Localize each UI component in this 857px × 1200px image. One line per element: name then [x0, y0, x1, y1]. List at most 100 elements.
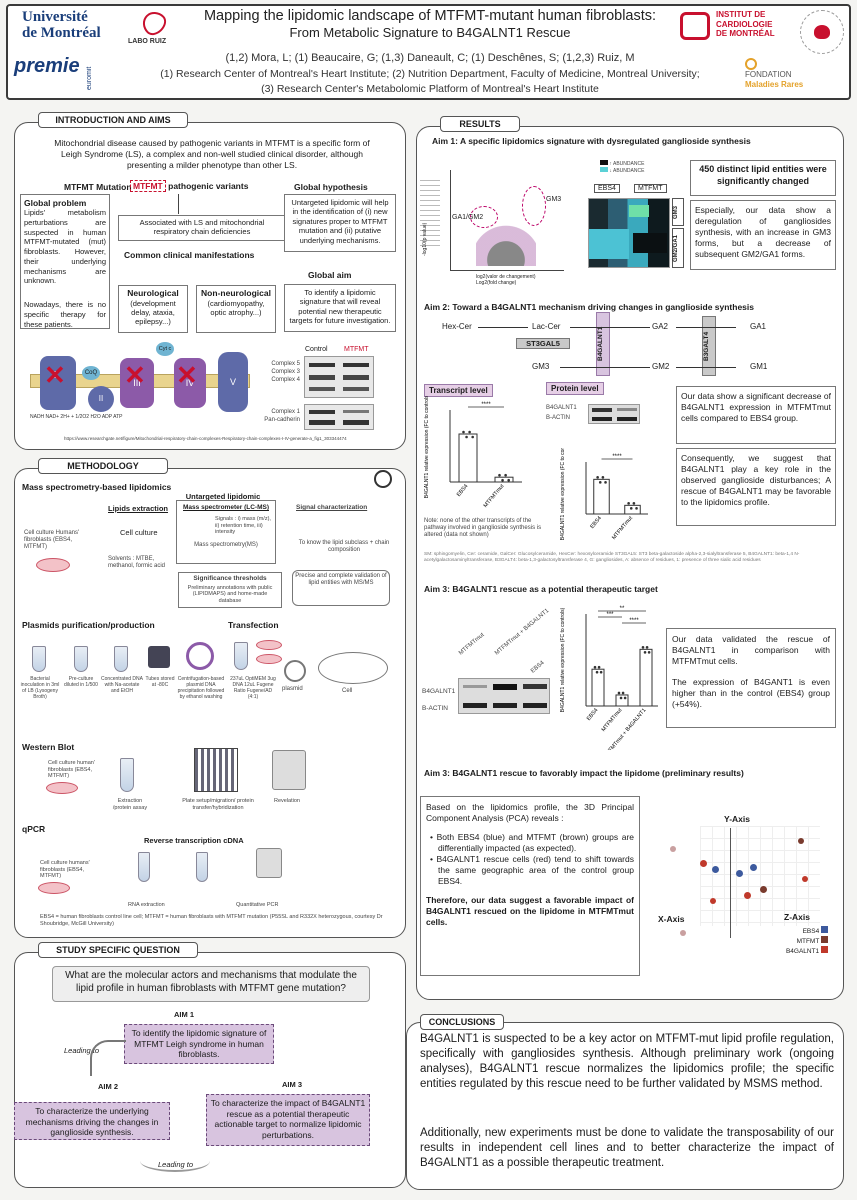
- data-point: [504, 473, 507, 477]
- rescue-blot-image: [458, 678, 550, 714]
- data-point: [462, 430, 465, 434]
- results-title: RESULTS: [440, 116, 520, 132]
- aim3a-heading: Aim 3: B4GALNT1 rescue as a potential th…: [424, 584, 658, 594]
- aim-heading: Global aim: [308, 270, 352, 280]
- data-point: [468, 430, 471, 434]
- complex-i-icon: [40, 356, 76, 410]
- data-point: [632, 502, 636, 505]
- icm-logo: INSTITUT DE CARDIOLOGIE DE MONTRÉAL: [716, 10, 775, 39]
- non-neurological-box: Non-neurological (cardiomyopathy, optic …: [196, 285, 276, 333]
- plasmid-step: Pre-culture diluted in 1/500: [64, 676, 98, 688]
- abbreviations: SM: sphingomyelin, Cer: ceramide, GalCer…: [424, 552, 800, 563]
- aim1-heading: Aim 1: A specific lipidomics signature w…: [432, 136, 751, 146]
- pca-legend: EBS4 MTFMT B4GALNT1: [768, 926, 828, 956]
- protein-band-labels: B4GALNT1 B-ACTIN: [546, 405, 577, 421]
- conclusions-panel: [406, 1022, 844, 1190]
- significance-label: ****: [612, 454, 622, 460]
- wb-cell-text: Cell culture human' fibroblasts (EBS4, M…: [48, 760, 95, 780]
- cross-mark-icon: ✕: [176, 360, 198, 390]
- fondation-logo: FONDATION Maladies Rares: [745, 70, 804, 89]
- association-logo: [800, 10, 844, 54]
- pca-text-box: Based on the lipidomics profile, the 3D …: [420, 796, 640, 976]
- plate-icon: [194, 748, 238, 792]
- heatmap-row-gm3: GM3: [672, 198, 684, 226]
- respiratory-chain-diagram: I CoQ II III Cyt c IV V ✕ ✕ ✕ NADH NAD+ …: [30, 342, 260, 422]
- plasmid-step: 237uL OptiMEM 3ug DNA 12uL Fugene Ratio …: [230, 676, 276, 700]
- data-point: [623, 696, 627, 700]
- aim1-label: AIM 1: [174, 1010, 195, 1019]
- transcript-note: Note: none of the other transcripts of t…: [424, 518, 542, 539]
- wb-plate-text: Plate setup/migration/ protein transfer/…: [182, 798, 254, 811]
- lipid-subclass-text: To know the lipid subclass + chain compo…: [298, 540, 390, 554]
- ms-heading: Mass spectrometry-based lipidomics: [22, 482, 172, 492]
- transcript-level-label: Transcript level: [424, 384, 493, 397]
- petri-dish-icon: [256, 654, 282, 664]
- plasmid-label: plasmid: [282, 686, 303, 692]
- labo-logo: LABO RUIZ: [128, 38, 167, 45]
- plasmid-step: Tubes stored at -80C: [145, 676, 175, 688]
- global-problem-box: Global problem Lipids' metabolism pertur…: [20, 194, 110, 329]
- curved-arrow-icon: [90, 1040, 126, 1076]
- protein-bar-chart: B4GALNT1 relative expression (FC to cont…: [560, 448, 648, 541]
- bar: [494, 476, 514, 483]
- data-point: [471, 435, 474, 439]
- data-point: [597, 665, 601, 669]
- heatmap: [588, 198, 670, 268]
- transfection-heading: Transfection: [228, 620, 279, 630]
- wb-revelation-text: Revelation: [274, 798, 300, 804]
- volcano-plot: GM3 GA1/GM2 -log10(p value) log2(valor d…: [420, 166, 570, 286]
- wb-heading: Western Blot: [22, 742, 75, 752]
- y-axis-label: B4GALNT1 relative expression (FC to cont…: [560, 448, 566, 540]
- heatmap-row-gm2ga1: GM2/GA1: [672, 228, 684, 268]
- x-tick-label: EBS4: [586, 707, 600, 722]
- affiliations-1: (1) Research Center of Montreal's Heart …: [160, 68, 700, 80]
- bar: [591, 668, 605, 707]
- data-point: [501, 478, 504, 482]
- ms-box: Mass spectrometer (LC-MS) Signals : i) m…: [176, 500, 276, 564]
- data-point: [627, 502, 630, 505]
- methodology-title: METHODOLOGY: [38, 458, 168, 474]
- intro-lead: Mitochondrial disease caused by pathogen…: [54, 138, 370, 171]
- aim2-result-text-2: Consequently, we suggest that B4GALNT1 p…: [676, 448, 836, 526]
- quant-pcr-text: Quantitative PCR: [236, 902, 279, 908]
- aim3-label: AIM 3: [282, 1080, 303, 1089]
- petri-dish-icon: [256, 640, 282, 650]
- volcano-legend: [420, 176, 440, 246]
- data-point: [641, 646, 645, 649]
- aim1-result-text: Especially, our data show a deregulation…: [690, 200, 836, 270]
- leading-to-1: Leading to: [64, 1046, 100, 1055]
- rt-heading: Reverse transcription cDNA: [144, 836, 244, 845]
- x-tick-label: EBS4: [589, 515, 603, 530]
- poster-header: [6, 4, 851, 100]
- petri-dish-icon: [36, 558, 70, 572]
- question-title: STUDY SPECIFIC QUESTION: [38, 942, 198, 958]
- cell-icon: [318, 652, 388, 684]
- plasmid-step: Centrifugation-based plasmid DNA precipi…: [177, 676, 225, 700]
- affiliations-2: (3) Research Center's Metabolomic Platfo…: [261, 83, 599, 95]
- protein-blot-image: [588, 404, 640, 424]
- imager-icon: [272, 750, 306, 790]
- tube-icon: [120, 758, 134, 792]
- x-tick-label: MTFMTmut + B4GALNT1: [603, 707, 648, 750]
- wb-extraction-text: Extraction /protein assay: [112, 798, 148, 811]
- fondation-icon: [745, 58, 757, 70]
- data-point: [621, 691, 625, 695]
- ganglioside-pathway: Hex-Cer Lac-Cer ST3GAL5 GM3 B4GALNT1 GA2…: [420, 312, 840, 376]
- transcript-bar-chart: B4GALNT1 relative expression (FC to cont…: [424, 396, 522, 509]
- aim3b-heading: Aim 3: B4GALNT1 rescue to favorably impa…: [424, 768, 744, 778]
- tube-icon: [234, 642, 248, 670]
- icm-heart-icon: [680, 12, 710, 40]
- euromit-logo: euromit: [86, 66, 93, 90]
- hypothesis-heading: Global hypothesis: [294, 182, 368, 192]
- source-url: https://www.researchgate.net/figure/Mito…: [64, 436, 347, 441]
- x-tick-label: EBS4: [456, 483, 470, 498]
- bar: [615, 694, 629, 707]
- data-point: [507, 478, 510, 482]
- y-axis-label: B4GALNT1 relative expression (FC to cont…: [560, 607, 566, 712]
- aim3a-result-box: Our data validated the rescue of B4GALNT…: [666, 628, 836, 728]
- x-tick-label: MTFMTmut: [483, 483, 506, 509]
- premiere-logo: premie: [14, 55, 80, 77]
- protein-level-label: Protein level: [546, 382, 604, 395]
- significance-label: **: [620, 606, 625, 612]
- aim3-box: To characterize the impact of B4GALNT1 r…: [206, 1094, 370, 1146]
